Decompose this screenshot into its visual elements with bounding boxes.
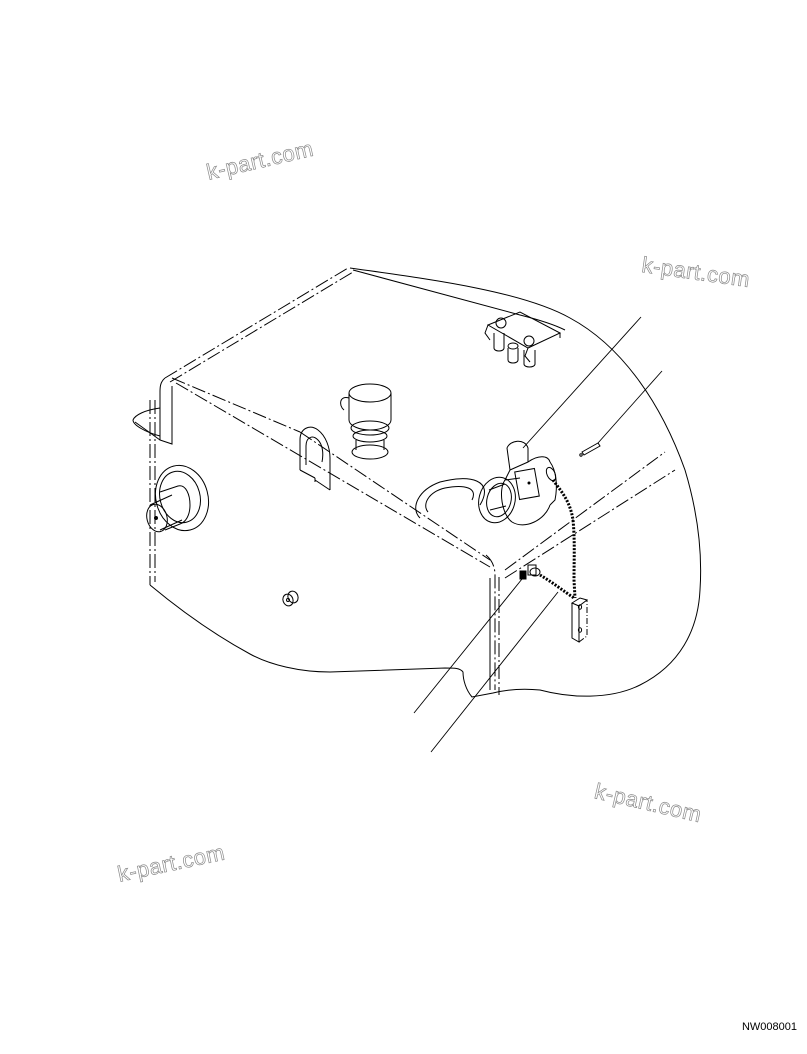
leader-lines — [414, 317, 662, 752]
breather — [341, 384, 391, 459]
left-bracket — [133, 408, 160, 440]
chain — [530, 466, 575, 598]
mounting-plate — [485, 312, 560, 367]
lifting-eye — [300, 427, 330, 490]
leader-line-cap — [523, 317, 641, 448]
filler-neck — [416, 473, 521, 527]
leader-line-bracket — [431, 592, 558, 752]
body-outline — [150, 268, 701, 697]
leader-line-clip — [414, 579, 522, 713]
leader-line-pin — [598, 371, 662, 443]
chain-clip — [520, 565, 536, 579]
tank-left-edges — [150, 378, 172, 585]
tank-top-back-edge — [353, 270, 565, 330]
tank-front-edges — [486, 555, 499, 695]
tank-top-edges — [165, 268, 675, 578]
side-port-fitting — [144, 459, 216, 536]
pin — [580, 443, 600, 456]
fill-cap — [501, 441, 556, 525]
chain-bracket — [572, 598, 587, 642]
figure-code: NW008001 — [741, 1021, 797, 1033]
drain-plug — [281, 590, 300, 608]
